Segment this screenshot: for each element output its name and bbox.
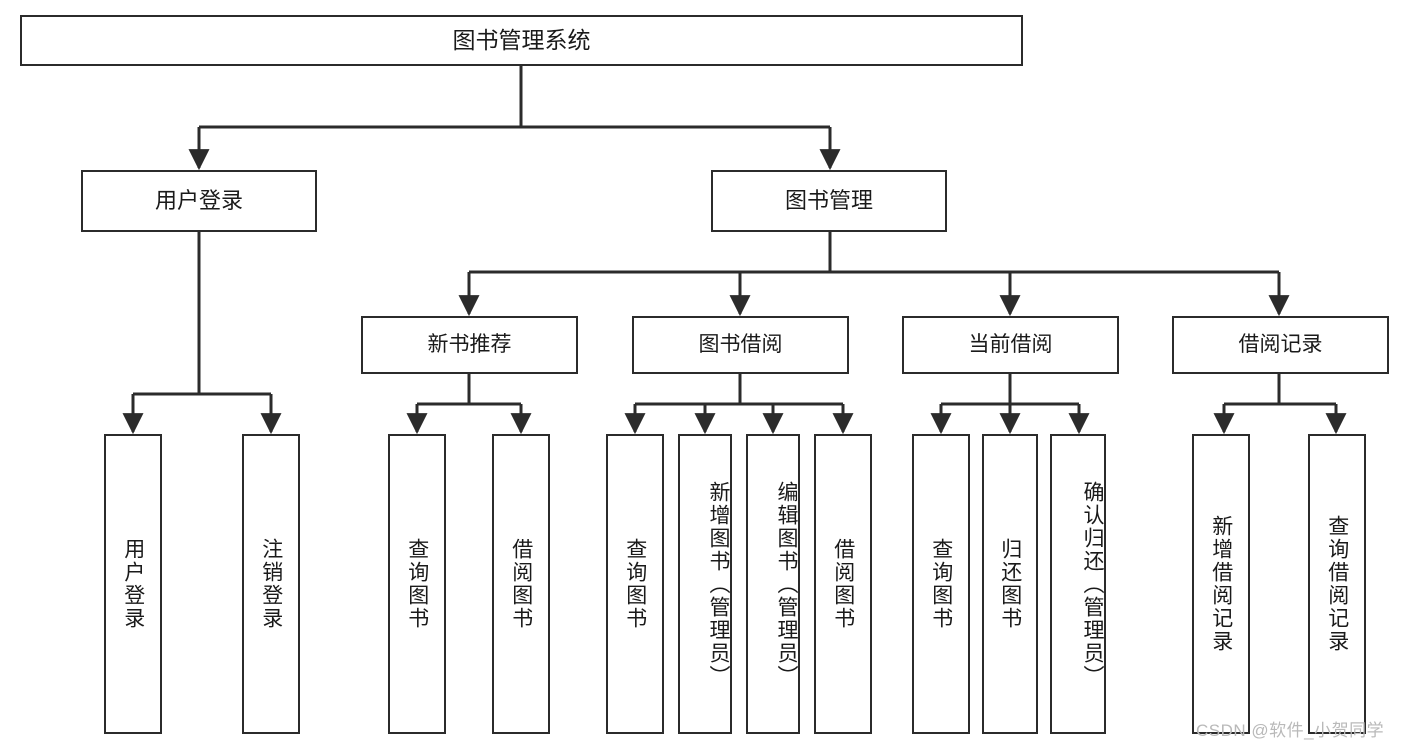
node-label: 注销登录 xyxy=(259,538,283,630)
node-label: 用户登录 xyxy=(154,187,243,213)
node-label: 图书管理系统 xyxy=(452,26,591,53)
node-label: 新增借阅记录 xyxy=(1209,515,1233,653)
leaf-borrow-record-add-record[interactable]: 新增借阅记录 xyxy=(1192,434,1250,734)
leaf-current-borrow-return-books[interactable]: 归还图书 xyxy=(982,434,1038,734)
node-label: 图书管理 xyxy=(784,187,873,213)
node-label: 编辑图书（管理员） xyxy=(775,480,798,688)
node-borrow-records[interactable]: 借阅记录 xyxy=(1172,316,1389,374)
node-label: 查询借阅记录 xyxy=(1325,515,1349,653)
node-label: 查询图书 xyxy=(929,538,953,630)
node-label: 借阅图书 xyxy=(509,538,533,630)
node-label: 当前借阅 xyxy=(968,333,1053,357)
node-book-borrowing[interactable]: 图书借阅 xyxy=(632,316,849,374)
node-label: 确认归还（管理员） xyxy=(1081,480,1104,688)
leaf-new-book-query-books[interactable]: 查询图书 xyxy=(388,434,446,734)
leaf-book-borrow-edit-book-admin[interactable]: 编辑图书（管理员） xyxy=(746,434,800,734)
node-label: 图书借阅 xyxy=(698,333,783,357)
node-label: 用户登录 xyxy=(121,538,145,630)
node-label: 归还图书 xyxy=(998,538,1022,630)
node-label: 借阅图书 xyxy=(831,538,855,630)
node-label: 新增图书（管理员） xyxy=(707,480,730,688)
leaf-user-login-signin[interactable]: 用户登录 xyxy=(104,434,162,734)
leaf-current-borrow-confirm-return-admin[interactable]: 确认归还（管理员） xyxy=(1050,434,1106,734)
node-user-login[interactable]: 用户登录 xyxy=(81,170,317,232)
node-current-borrowing[interactable]: 当前借阅 xyxy=(902,316,1119,374)
node-root-book-management-system[interactable]: 图书管理系统 xyxy=(20,15,1023,66)
leaf-borrow-record-query-record[interactable]: 查询借阅记录 xyxy=(1308,434,1366,734)
csdn-watermark: CSDN @软件_小贺同学 xyxy=(1196,716,1384,741)
node-book-management[interactable]: 图书管理 xyxy=(711,170,947,232)
node-label: 借阅记录 xyxy=(1238,333,1323,357)
node-new-book-recommendation[interactable]: 新书推荐 xyxy=(361,316,578,374)
leaf-current-borrow-query-books[interactable]: 查询图书 xyxy=(912,434,970,734)
node-label: 查询图书 xyxy=(623,538,647,630)
leaf-book-borrow-add-book-admin[interactable]: 新增图书（管理员） xyxy=(678,434,732,734)
node-label: 查询图书 xyxy=(405,538,429,630)
watermark-text: CSDN @软件_小贺同学 xyxy=(1196,721,1385,740)
leaf-book-borrow-query-books[interactable]: 查询图书 xyxy=(606,434,664,734)
node-label: 新书推荐 xyxy=(427,333,512,357)
leaf-user-login-signout[interactable]: 注销登录 xyxy=(242,434,300,734)
leaf-new-book-borrow-books[interactable]: 借阅图书 xyxy=(492,434,550,734)
leaf-book-borrow-borrow-books[interactable]: 借阅图书 xyxy=(814,434,872,734)
